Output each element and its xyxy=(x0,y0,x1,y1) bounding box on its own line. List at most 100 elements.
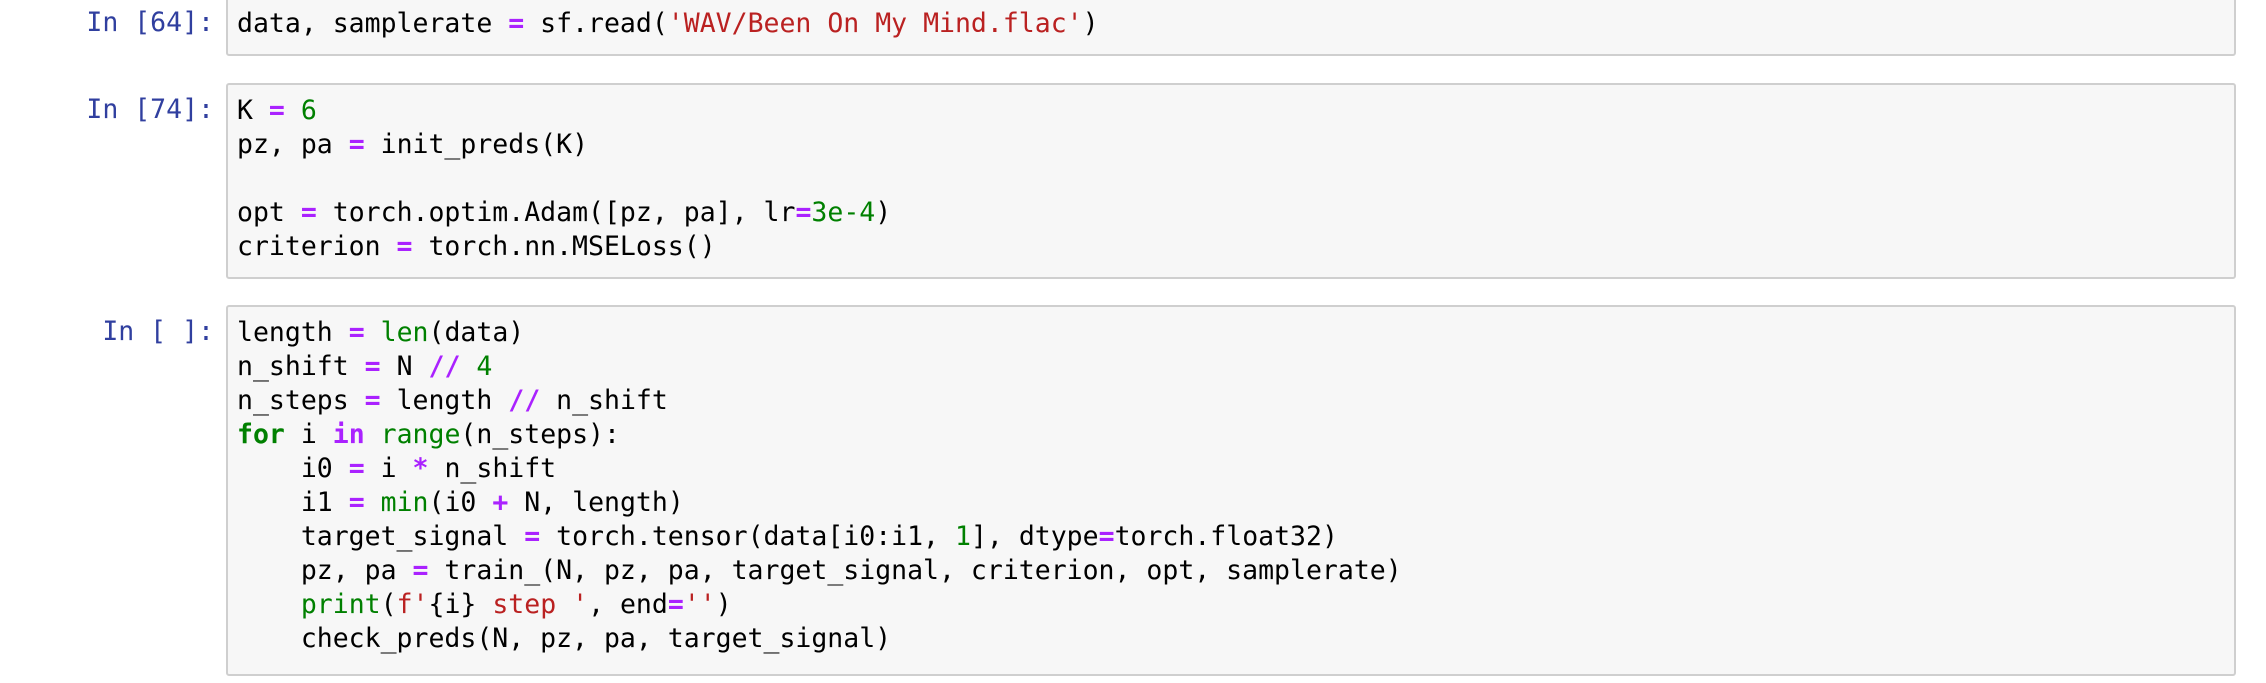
code-line: pz, pa = init_preds(K) xyxy=(237,128,2234,162)
code-token: + xyxy=(492,487,509,518)
code-token: ], dtype xyxy=(970,521,1099,552)
code-token: init_preds(K) xyxy=(364,129,589,160)
code-token: torch.optim.Adam([pz, pa], lr xyxy=(316,197,796,228)
code-token: 6 xyxy=(300,95,317,126)
code-line: print(f'{i} step ', end='') xyxy=(237,588,2234,622)
code-line: criterion = torch.nn.MSELoss() xyxy=(237,230,2234,264)
code-line: i0 = i * n_shift xyxy=(237,452,2234,486)
code-editor[interactable]: data, samplerate = sf.read('WAV/Been On … xyxy=(228,0,2234,41)
code-cell-3[interactable]: In [ ]: length = len(data)n_shift = N //… xyxy=(0,305,2266,676)
code-line: i1 = min(i0 + N, length) xyxy=(237,486,2234,520)
code-line: n_shift = N // 4 xyxy=(237,350,2234,384)
code-token: f' xyxy=(396,589,429,620)
code-token: torch.float32) xyxy=(1114,521,1338,552)
code-token xyxy=(365,419,381,450)
cell-prompt: In [64]: xyxy=(86,7,214,38)
code-token: target_signal xyxy=(237,521,525,552)
code-line: K = 6 xyxy=(237,94,2234,128)
code-cell-1[interactable]: In [64]: data, samplerate = sf.read('WAV… xyxy=(0,0,2266,56)
code-token: (data) xyxy=(428,317,525,348)
code-line: for i in range(n_steps): xyxy=(237,418,2234,452)
code-token: = xyxy=(524,521,541,552)
code-token: = xyxy=(1098,521,1115,552)
code-token: = xyxy=(412,555,429,586)
code-token: = xyxy=(348,453,365,484)
code-token: ) xyxy=(1082,8,1099,39)
code-token: * xyxy=(412,453,429,484)
code-token: torch.tensor(data[i0:i1, xyxy=(540,521,955,552)
code-token: = xyxy=(667,589,684,620)
code-token: (i0 xyxy=(428,487,493,518)
code-token: pz, pa xyxy=(237,555,413,586)
code-token: length xyxy=(380,385,509,416)
code-line: n_steps = length // n_shift xyxy=(237,384,2234,418)
code-token: {i} xyxy=(428,589,477,620)
code-token: ) xyxy=(875,197,892,228)
code-token: = xyxy=(364,351,381,382)
code-token xyxy=(460,351,476,382)
code-token: len xyxy=(380,317,429,348)
code-token xyxy=(365,317,381,348)
code-token: criterion xyxy=(237,231,397,262)
code-token: 1 xyxy=(954,521,971,552)
code-token: = xyxy=(795,197,812,228)
code-token: i xyxy=(364,453,413,484)
code-line: data, samplerate = sf.read('WAV/Been On … xyxy=(237,7,2234,41)
code-token: // xyxy=(508,385,541,416)
code-token xyxy=(237,589,301,620)
code-token: sf.read( xyxy=(524,8,668,39)
cell-prompt: In [ ]: xyxy=(102,316,214,347)
code-token: 4 xyxy=(476,351,493,382)
code-token: = xyxy=(364,385,381,416)
code-line xyxy=(237,162,2234,196)
code-token: torch.nn.MSELoss() xyxy=(412,231,716,262)
code-token: , end xyxy=(588,589,668,620)
code-token: 'WAV/Been On My Mind.flac' xyxy=(667,8,1083,39)
code-token: = xyxy=(268,95,285,126)
code-token: = xyxy=(348,487,365,518)
code-token: = xyxy=(348,317,365,348)
code-token: K xyxy=(237,95,269,126)
code-token: in xyxy=(332,419,365,450)
code-token: // xyxy=(428,351,461,382)
code-token: n_shift xyxy=(237,351,365,382)
code-token: = xyxy=(348,129,365,160)
cell-input-area[interactable]: data, samplerate = sf.read('WAV/Been On … xyxy=(226,0,2236,56)
code-token: '' xyxy=(683,589,716,620)
cell-prompt: In [74]: xyxy=(86,94,214,125)
code-token: length xyxy=(237,317,349,348)
code-token: opt xyxy=(237,197,301,228)
code-line: length = len(data) xyxy=(237,316,2234,350)
code-token: N, length) xyxy=(508,487,684,518)
code-token: = xyxy=(300,197,317,228)
code-token: data, samplerate xyxy=(237,8,509,39)
code-token: min xyxy=(380,487,429,518)
code-token xyxy=(365,487,381,518)
code-token: for xyxy=(237,419,285,450)
code-token: = xyxy=(396,231,413,262)
code-token: N xyxy=(380,351,429,382)
code-token: i0 xyxy=(237,453,349,484)
code-line: check_preds(N, pz, pa, target_signal) xyxy=(237,622,2234,656)
code-token: check_preds(N, pz, pa, target_signal) xyxy=(237,623,892,654)
code-line: opt = torch.optim.Adam([pz, pa], lr=3e-4… xyxy=(237,196,2234,230)
code-token: train_(N, pz, pa, target_signal, criteri… xyxy=(428,555,1402,586)
code-token: i1 xyxy=(237,487,349,518)
code-token: range xyxy=(380,419,461,450)
code-token: pz, pa xyxy=(237,129,349,160)
code-token: n_shift xyxy=(428,453,557,484)
code-token: n_steps xyxy=(237,385,365,416)
code-token: i xyxy=(284,419,333,450)
code-token: = xyxy=(508,8,525,39)
code-token: ) xyxy=(715,589,732,620)
code-line: pz, pa = train_(N, pz, pa, target_signal… xyxy=(237,554,2234,588)
code-token: print xyxy=(300,589,381,620)
code-token: step ' xyxy=(476,589,589,620)
code-token: (n_steps): xyxy=(460,419,620,450)
code-token: 3e-4 xyxy=(811,197,876,228)
